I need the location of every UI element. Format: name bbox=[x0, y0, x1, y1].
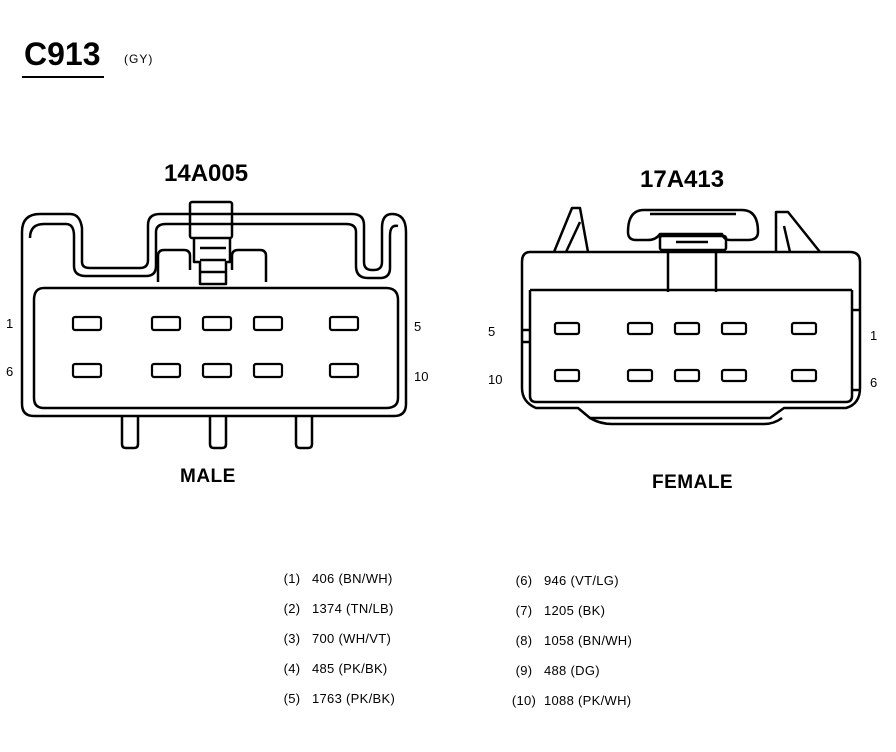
female-pin-label-6: 6 bbox=[870, 375, 878, 390]
legend-item: (3) 700 (WH/VT) bbox=[276, 631, 391, 646]
legend-circuit: 1374 (TN/LB) bbox=[312, 601, 394, 616]
legend-circuit: 406 (BN/WH) bbox=[312, 571, 393, 586]
legend-circuit: 488 (DG) bbox=[544, 663, 600, 678]
legend-item: (9) 488 (DG) bbox=[508, 663, 600, 678]
legend-circuit: 485 (PK/BK) bbox=[312, 661, 388, 676]
legend-circuit: 946 (VT/LG) bbox=[544, 573, 619, 588]
male-part-number: 14A005 bbox=[164, 160, 249, 187]
male-pin-label-1: 1 bbox=[6, 316, 14, 331]
legend-pin-index: (7) bbox=[515, 603, 533, 618]
legend-pin-index: (1) bbox=[283, 571, 301, 586]
legend-item: (5) 1763 (PK/BK) bbox=[276, 691, 395, 706]
female-cavity-row-2 bbox=[553, 368, 818, 383]
legend-circuit: 1058 (BN/WH) bbox=[544, 633, 633, 648]
legend-pin-index: (8) bbox=[515, 633, 533, 648]
female-pin-label-5: 5 bbox=[488, 324, 496, 339]
legend-item: (10) 1088 (PK/WH) bbox=[508, 693, 631, 708]
female-cavity-row-1 bbox=[553, 321, 818, 336]
legend-item: (6) 946 (VT/LG) bbox=[508, 573, 619, 588]
male-label: MALE bbox=[180, 466, 236, 487]
male-cavity-row-1 bbox=[71, 315, 360, 332]
male-connector-body bbox=[20, 200, 408, 450]
legend-pin-index: (4) bbox=[283, 661, 301, 676]
connector-id: C913 bbox=[24, 36, 101, 72]
female-pin-label-1: 1 bbox=[870, 328, 878, 343]
connector-color-code: (GY) bbox=[124, 52, 154, 66]
legend-item: (8) 1058 (BN/WH) bbox=[508, 633, 632, 648]
legend-pin-index: (9) bbox=[515, 663, 533, 678]
legend-circuit: 700 (WH/VT) bbox=[312, 631, 392, 646]
legend-pin-index: (10) bbox=[511, 693, 537, 708]
connector-id-underline bbox=[22, 76, 104, 78]
legend-circuit: 1088 (PK/WH) bbox=[544, 693, 632, 708]
legend-item: (2) 1374 (TN/LB) bbox=[276, 601, 394, 616]
female-part-number: 17A413 bbox=[640, 166, 725, 193]
legend-item: (7) 1205 (BK) bbox=[508, 603, 605, 618]
legend-item: (4) 485 (PK/BK) bbox=[276, 661, 388, 676]
female-label: FEMALE bbox=[652, 472, 734, 493]
legend-circuit: 1763 (PK/BK) bbox=[312, 691, 396, 706]
male-pin-label-6: 6 bbox=[6, 364, 14, 379]
female-pin-label-10: 10 bbox=[488, 372, 503, 387]
male-pin-label-10: 10 bbox=[414, 369, 429, 384]
legend-pin-index: (5) bbox=[283, 691, 301, 706]
female-connector-body bbox=[520, 206, 862, 426]
legend-pin-index: (6) bbox=[515, 573, 533, 588]
legend-pin-index: (3) bbox=[283, 631, 301, 646]
male-pin-label-5: 5 bbox=[414, 319, 422, 334]
male-cavity-row-2 bbox=[71, 362, 360, 379]
legend-circuit: 1205 (BK) bbox=[544, 603, 606, 618]
legend-pin-index: (2) bbox=[283, 601, 301, 616]
legend-item: (1) 406 (BN/WH) bbox=[276, 571, 393, 586]
